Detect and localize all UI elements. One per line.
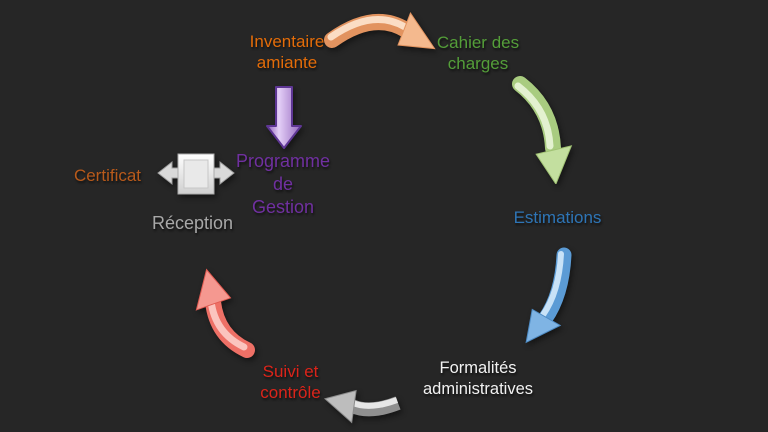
node-label-line: Programme	[235, 151, 331, 171]
node-programme-de-gestion: Programme de Gestion	[223, 150, 343, 219]
node-certificat: Certificat	[73, 166, 142, 185]
node-reception: Réception	[151, 213, 234, 233]
node-estimations: Estimations	[513, 208, 602, 227]
node-label-line: Formalités	[439, 359, 517, 377]
node-label-line: amiante	[256, 53, 318, 72]
curved-arrow-inventaire-to-cahier-icon	[324, 12, 436, 50]
node-label-line: administratives	[422, 380, 534, 398]
node-label-line: Gestion	[251, 197, 315, 217]
curved-arrow-formalites-to-suivi-icon	[323, 389, 401, 424]
node-label-line: contrôle	[260, 383, 321, 402]
curved-arrow-cahier-to-estimations-icon	[512, 76, 573, 184]
curved-arrow-suivi-to-reception-icon	[195, 268, 255, 358]
node-inventaire-amiante: Inventaire amiante	[222, 31, 352, 73]
curved-arrow-estimations-to-formalites-icon	[525, 247, 572, 344]
node-label-line: charges	[447, 54, 509, 73]
node-suivi-et-controle: Suivi et contrôle	[228, 361, 353, 403]
left-right-square-connector-icon	[157, 153, 235, 195]
node-label-line: Inventaire	[249, 32, 325, 51]
node-label-line: Suivi et	[262, 362, 319, 381]
node-formalites-administratives: Formalités administratives	[395, 358, 561, 400]
node-cahier-des-charges: Cahier des charges	[413, 32, 543, 74]
down-arrow-inventaire-to-programme-icon	[266, 86, 302, 149]
node-label-line: Cahier des	[436, 33, 520, 52]
node-label-line: de	[272, 174, 294, 194]
